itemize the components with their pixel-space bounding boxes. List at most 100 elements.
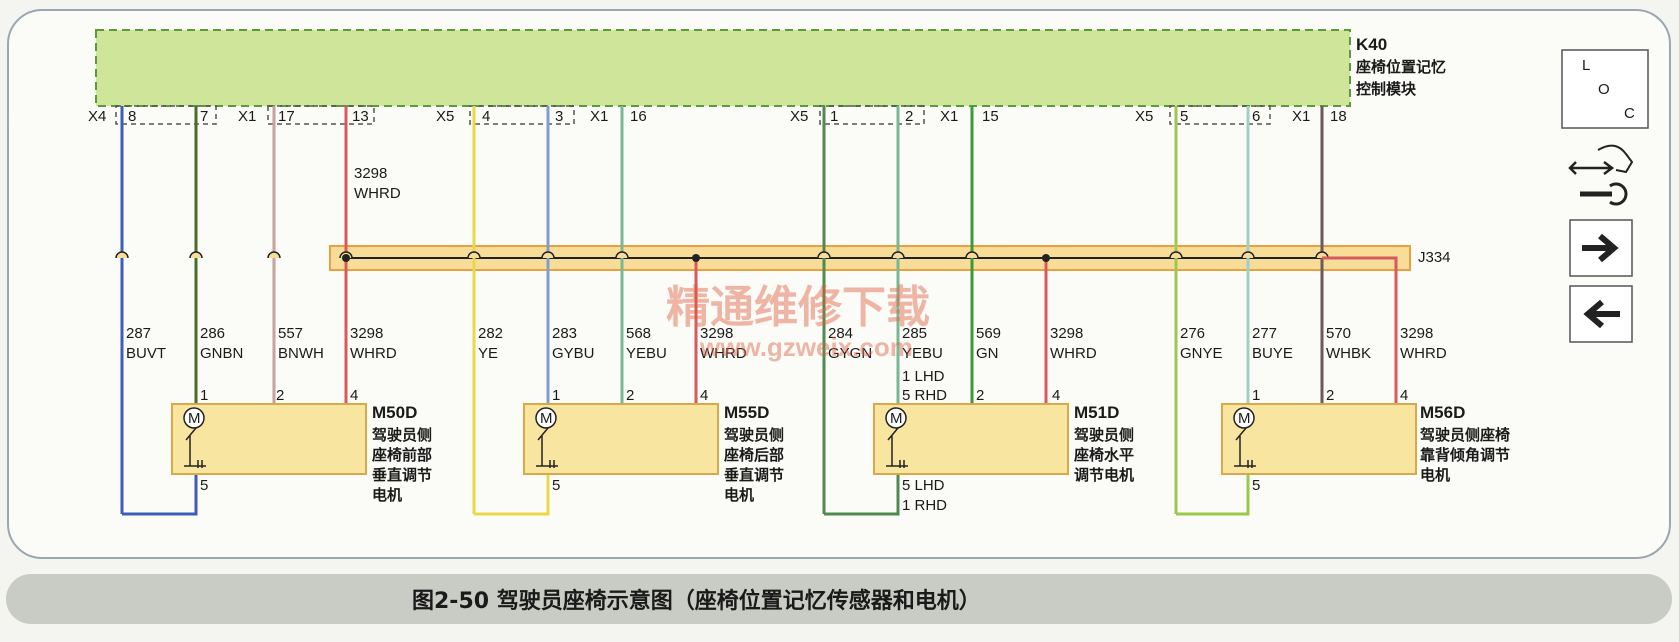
connector-x5: X5 [1135,108,1153,125]
arrow-right-icon[interactable] [1569,219,1633,277]
wire-circuit-label: 557 [278,325,303,342]
motor-pin: 4 [700,387,708,404]
wire-color-label: YEBU [626,345,667,362]
wire-circuit-label: 286 [200,325,225,342]
motor-symbol-label: M [1238,410,1251,427]
wire-circuit-label: 570 [1326,325,1351,342]
motor-pin: 1 RHD [902,497,947,514]
motor-desc: 驾驶员侧 [372,426,432,444]
wire-crossing [541,251,555,259]
motor-pin: 4 [1400,387,1408,404]
loc-l: L [1582,57,1590,74]
motor-pin: 5 RHD [902,387,947,404]
motor-desc: 驾驶员侧 [724,426,784,444]
wire-color-label: GYBU [552,345,595,362]
wire-crossing [1241,251,1255,259]
figure-caption: 图2-50 驾驶员座椅示意图（座椅位置记忆传感器和电机） [412,588,981,614]
motor-symbol-label: M [890,410,903,427]
connector-outlines [115,105,1271,125]
wire-crossing [965,251,979,259]
pin-label: 6 [1252,108,1260,125]
sensor-icon [536,427,558,468]
motor-m50d: M 1 2 4 5 M50D 驾驶员侧 座椅前部 垂直调节 电机 [171,387,432,504]
watermark-cn: 精通维修下载 [666,282,930,333]
pin-label: 3 [555,108,563,125]
motor-pin: 5 [200,477,208,494]
wire-circuit-label: 569 [976,325,1001,342]
pin-label: 4 [482,108,490,125]
wire-color-label: YE [478,345,498,362]
motor-desc: 调节电机 [1074,466,1134,484]
module-name-1: 座椅位置记忆 [1355,58,1446,76]
wire-crossing [467,251,481,259]
wire-color-label: GNYE [1180,345,1223,362]
pin-label: 5 [1180,108,1188,125]
pin-label: 17 [278,108,295,125]
wire-color-label: GYGN [828,345,872,362]
connector-x1: X1 [590,108,608,125]
motor-pin: 2 [1326,387,1334,404]
wire-circuit-label: 287 [126,325,151,342]
connector-x4: X4 [88,108,106,125]
wire-color-label: WHRD [1400,345,1447,362]
pin-label: 8 [128,108,136,125]
wire-circuit-label: 3298 [700,325,733,342]
motor-pin: 5 [552,477,560,494]
motor-symbol-label: M [188,410,201,427]
watermark-url: www.gzweix.com [699,332,913,362]
loc-frame [1561,49,1649,129]
wire-color-label: WHRD [1050,345,1097,362]
wire-color-label: GNBN [200,345,243,362]
motor-symbol-icon [183,407,205,429]
connector-x1: X1 [238,108,256,125]
motor-pin: 1 [200,387,208,404]
motor-code: M50D [372,403,417,422]
wires: 287BUVT286GNBN557BNWH3298WHRD282YE283GYB… [115,106,1447,516]
motor-symbol-icon [535,407,557,429]
wire-circuit-label: 3298 [1050,325,1083,342]
motor-pin: 4 [1052,387,1060,404]
motor-pin: 2 [976,387,984,404]
connector-x1: X1 [1292,108,1310,125]
motor-pin: 4 [350,387,358,404]
sensor-icon [184,427,206,468]
wire-circuit-label: 283 [552,325,577,342]
splice-label: J334 [1418,249,1451,266]
motor-symbol-label: M [540,410,553,427]
connector-outline [819,105,925,125]
connector-outline [115,105,217,125]
motor-code: M51D [1074,403,1119,422]
wire-crossing [1169,251,1183,259]
arrow-left-icon[interactable] [1569,285,1633,343]
sensor-icon [886,427,908,468]
wire-circuit-label: 3298 [1400,325,1433,342]
connector-outline [469,105,575,125]
upper-wire-circuit: 3298 [354,165,387,182]
wire-circuit-label: 282 [478,325,503,342]
loc-box: L O C [1561,49,1649,129]
k40-module [95,29,1351,107]
connector-icon [1568,144,1634,175]
splice-branch [1322,256,1398,268]
motor-pin: 5 LHD [902,477,945,494]
wire-circuit-label: 568 [626,325,651,342]
wire-color-label: BNWH [278,345,324,362]
wire-color-label: BUYE [1252,345,1293,362]
motor-symbol-icon [885,407,907,429]
motor-pin: 1 [1252,387,1260,404]
sensor-icon [1234,427,1256,468]
caption-bar [6,574,1672,624]
motor-desc: 垂直调节 [724,466,784,484]
splice-junction [1042,254,1050,262]
motor-code: M55D [724,403,769,422]
pin-label: 18 [1330,108,1347,125]
wire-color-label: GN [976,345,999,362]
connector-x1: X1 [940,108,958,125]
motor-desc: 电机 [372,486,402,504]
motor-box [1221,403,1417,475]
motor-desc: 座椅水平 [1073,446,1134,464]
motor-desc: 靠背倾角调节 [1420,446,1510,464]
module-name-2: 控制模块 [1356,80,1417,98]
motor-pin: 5 [1252,477,1260,494]
